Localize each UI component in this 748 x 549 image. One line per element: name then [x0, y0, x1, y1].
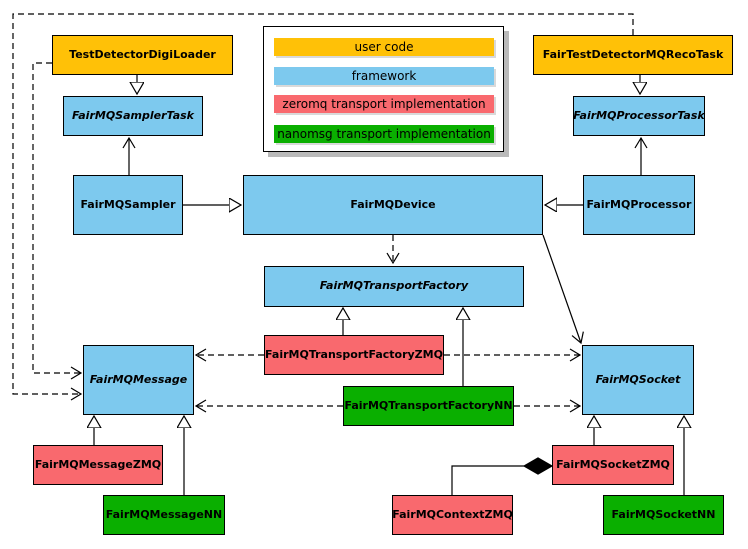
legend-item-nanomsg: nanomsg transport implementation	[274, 125, 494, 143]
node-fairtestdetectormqrecotask: FairTestDetectorMQRecoTask	[533, 35, 733, 75]
node-fairmqmessage: FairMQMessage	[83, 345, 194, 415]
edge-contextzmq-sockzmq	[451, 465, 524, 495]
node-fairmqsocketnn: FairMQSocketNN	[603, 495, 724, 535]
legend-label: framework	[351, 69, 417, 83]
legend-label: nanomsg transport implementation	[277, 127, 491, 141]
node-fairmqmessagezmq: FairMQMessageZMQ	[33, 445, 163, 485]
node-fairmqcontextzmq: FairMQContextZMQ	[392, 495, 513, 535]
node-testdetectordigiloader: TestDetectorDigiLoader	[52, 35, 233, 75]
legend-label: user code	[354, 40, 414, 54]
node-fairmqdevice: FairMQDevice	[243, 175, 543, 235]
node-fairmqsampler: FairMQSampler	[73, 175, 183, 235]
node-fairmqsamplertask: FairMQSamplerTask	[63, 96, 203, 136]
legend: user code framework zeromq transport imp…	[263, 26, 504, 152]
node-fairmqtransportfactoryzmq: FairMQTransportFactoryZMQ	[264, 335, 444, 375]
legend-item-zeromq: zeromq transport implementation	[274, 95, 494, 113]
node-fairmqsocketzmq: FairMQSocketZMQ	[552, 445, 674, 485]
legend-label: zeromq transport implementation	[282, 97, 486, 111]
node-fairmqprocessortask: FairMQProcessorTask	[573, 96, 705, 136]
node-fairmqtransportfactorynn: FairMQTransportFactoryNN	[343, 386, 514, 426]
edge-device-socket	[542, 234, 584, 345]
node-fairmqtransportfactory: FairMQTransportFactory	[264, 266, 524, 307]
composition-diamond-icon	[522, 457, 554, 475]
node-fairmqprocessor: FairMQProcessor	[583, 175, 695, 235]
node-fairmqmessagenn: FairMQMessageNN	[103, 495, 225, 535]
legend-item-framework: framework	[274, 67, 494, 85]
edge-recotask-message	[12, 13, 634, 401]
legend-item-user-code: user code	[274, 38, 494, 56]
node-fairmqsocket: FairMQSocket	[582, 345, 694, 415]
edge-digiloader-message	[32, 62, 83, 380]
